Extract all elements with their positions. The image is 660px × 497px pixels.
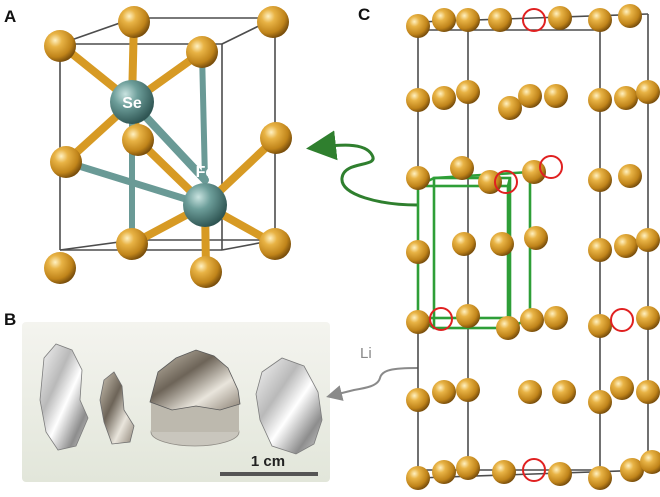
se-atom	[636, 380, 660, 404]
panel-a: A	[4, 6, 292, 288]
panel-b-letter: B	[4, 310, 16, 329]
se-atom-label: Se	[122, 95, 142, 112]
se-atom	[456, 80, 480, 104]
li-arrow	[326, 367, 419, 401]
se-atom	[406, 388, 430, 412]
se-atom	[406, 240, 430, 264]
se-atom	[520, 308, 544, 332]
crystal-4	[255, 357, 323, 455]
scale-bar-label: 1 cm	[251, 453, 285, 470]
se-atom	[456, 456, 480, 480]
se-atom	[406, 166, 430, 190]
se-atom	[618, 4, 642, 28]
fe-atom-center: Fe	[183, 164, 227, 227]
vacancy-rings	[429, 8, 634, 482]
se-atom	[588, 466, 612, 490]
se-atom	[432, 460, 456, 484]
se-atom	[406, 310, 430, 334]
crystal-2	[99, 371, 135, 445]
fe-atom-label: Fe	[196, 164, 215, 181]
panel-c-letter: C	[358, 5, 370, 24]
se-atom	[432, 8, 456, 32]
se-atom-ball	[110, 80, 154, 124]
se-atom	[450, 156, 474, 180]
se-atom	[456, 378, 480, 402]
se-atom	[610, 376, 634, 400]
li-label: Li	[360, 345, 372, 362]
se-atoms-gold	[44, 6, 292, 288]
se-atom	[588, 238, 612, 262]
se-atom	[620, 458, 644, 482]
se-atom	[406, 466, 430, 490]
se-atom	[496, 316, 520, 340]
se-atom	[522, 160, 546, 184]
se-atom	[614, 234, 638, 258]
se-atom	[548, 6, 572, 30]
se-atom	[524, 226, 548, 250]
fe-atom-ball	[183, 183, 227, 227]
se-atom	[614, 86, 638, 110]
green-link-arrow	[306, 130, 419, 207]
se-atom	[518, 380, 542, 404]
se-atom	[588, 8, 612, 32]
se-atom	[488, 8, 512, 32]
se-atom	[640, 450, 660, 474]
se-atom	[544, 84, 568, 108]
se-atom	[456, 8, 480, 32]
se-atom	[544, 306, 568, 330]
se-atom	[588, 168, 612, 192]
panel-b: B 1 cm	[4, 310, 330, 482]
se-atom	[432, 86, 456, 110]
bonds	[56, 14, 280, 274]
se-atom	[636, 80, 660, 104]
supercell-atoms	[406, 4, 660, 490]
crystal-1	[39, 343, 89, 451]
crystal-3	[149, 349, 241, 447]
panel-a-letter: A	[4, 7, 16, 26]
se-atom	[406, 88, 430, 112]
se-atom	[552, 380, 576, 404]
se-atom	[588, 390, 612, 414]
se-atom	[518, 84, 542, 108]
panel-c: C	[358, 4, 660, 490]
se-atom	[456, 304, 480, 328]
se-atom	[452, 232, 476, 256]
se-atom	[588, 88, 612, 112]
se-atom	[490, 232, 514, 256]
se-atom	[618, 164, 642, 188]
se-atom	[636, 306, 660, 330]
se-atom	[406, 14, 430, 38]
se-atom	[492, 460, 516, 484]
se-atom	[548, 462, 572, 486]
se-atom	[588, 314, 612, 338]
se-atom	[636, 228, 660, 252]
se-atom-center: Se	[110, 80, 154, 124]
se-atom	[498, 96, 522, 120]
li-arrow-group: Li	[326, 345, 419, 401]
se-atom	[432, 380, 456, 404]
